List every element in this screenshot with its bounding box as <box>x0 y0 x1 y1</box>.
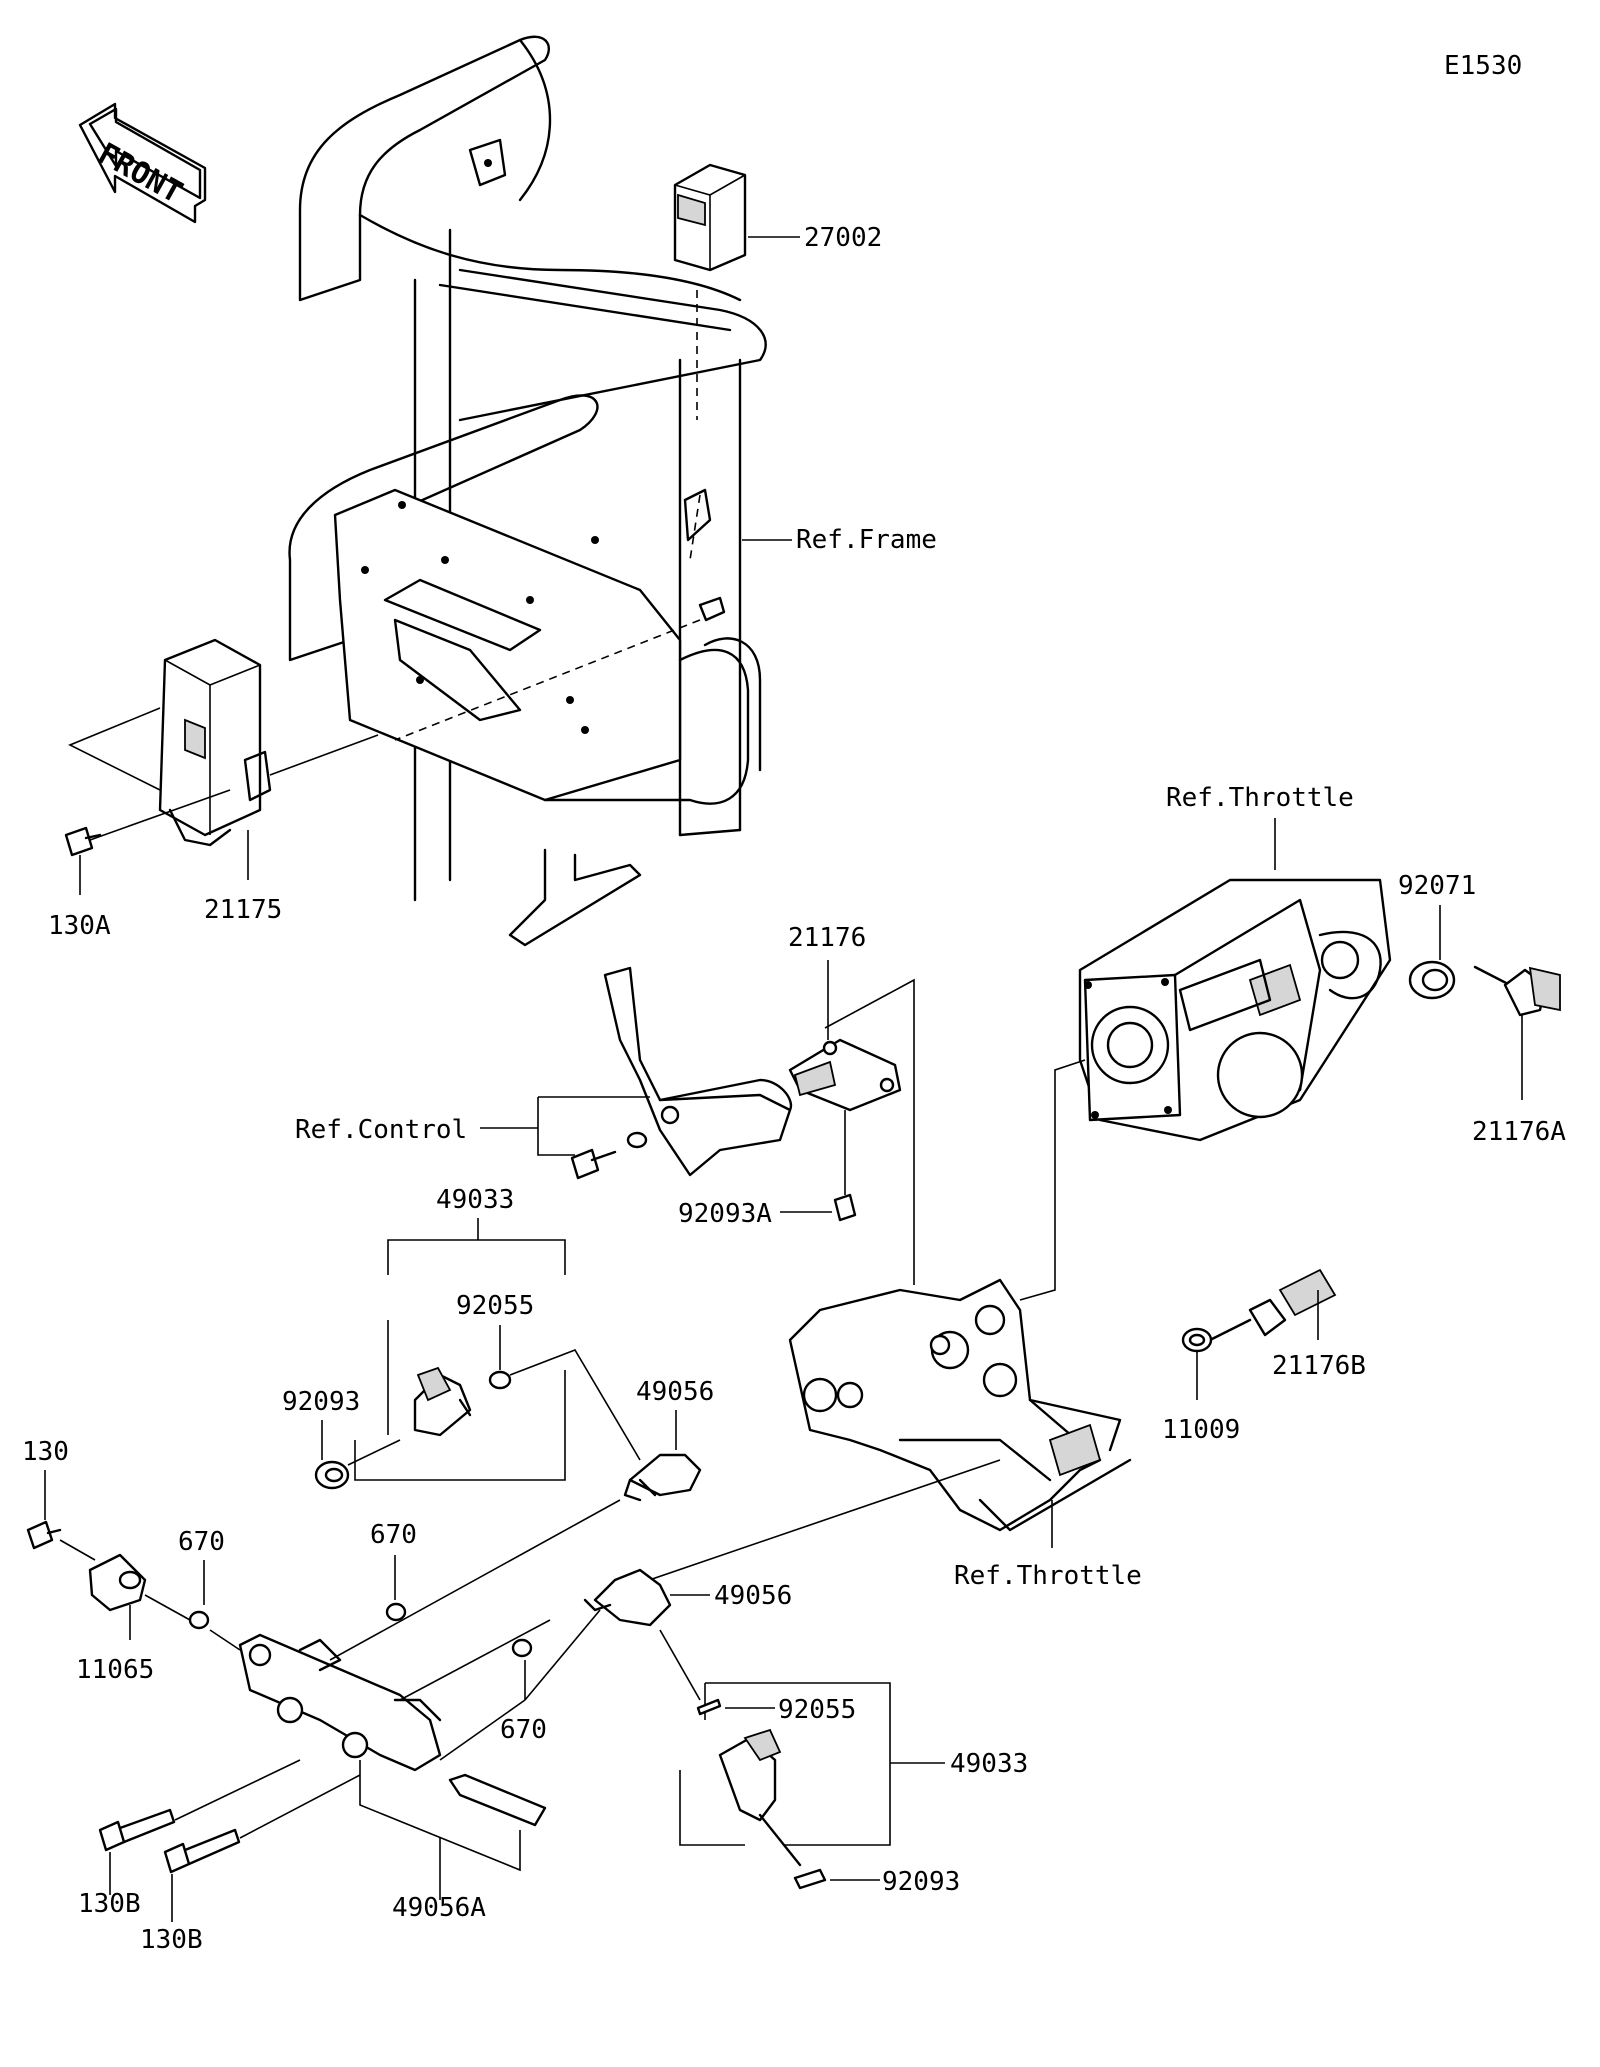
bolt-130b-1 <box>98 1808 176 1852</box>
o-ring-670-c <box>511 1638 533 1658</box>
o-ring-670-b <box>385 1602 407 1622</box>
relay-27002 <box>673 163 747 272</box>
injector-49033-right <box>718 1728 802 1867</box>
ecu-21175 <box>158 638 272 847</box>
o-ring-92055-right <box>696 1698 722 1716</box>
callout-27002: 27002 <box>804 223 882 253</box>
nut-92093a <box>833 1193 857 1222</box>
callout-ref-throttle-bottom: Ref.Throttle <box>954 1561 1142 1591</box>
bolt-130a <box>64 826 102 857</box>
frame-assembly <box>269 35 767 947</box>
callout-130: 130 <box>22 1437 69 1467</box>
callout-ref-throttle-top: Ref.Throttle <box>1166 783 1354 813</box>
front-arrow-label: FRONT <box>92 136 188 210</box>
bolt-ref-control <box>570 1131 648 1180</box>
callout-92055-right: 92055 <box>778 1695 856 1725</box>
callout-ref-control: Ref.Control <box>295 1115 467 1145</box>
bolt-130 <box>26 1520 62 1550</box>
o-ring-670-a <box>188 1610 210 1630</box>
callout-49056-upper: 49056 <box>636 1377 714 1407</box>
intake-manifold <box>788 1278 1132 1532</box>
sensor-21176a <box>1473 965 1561 1017</box>
callout-49033-left: 49033 <box>436 1185 514 1215</box>
gasket-92071 <box>1408 960 1456 1000</box>
callout-92093a: 92093A <box>678 1199 772 1229</box>
callout-21176b: 21176B <box>1272 1351 1366 1381</box>
callout-92093-left: 92093 <box>282 1387 360 1417</box>
callout-21175: 21175 <box>204 895 282 925</box>
callout-49033-right: 49033 <box>950 1749 1028 1779</box>
callout-130b-1: 130B <box>78 1889 141 1919</box>
callout-670-a: 670 <box>178 1527 225 1557</box>
o-ring-92055-left <box>488 1370 512 1390</box>
callout-130b-2: 130B <box>140 1925 203 1955</box>
diagram-code: E1530 <box>1444 51 1522 81</box>
callout-ref-frame: Ref.Frame <box>796 525 937 555</box>
front-arrow-icon: FRONT <box>78 102 207 224</box>
callout-21176a: 21176A <box>1472 1117 1566 1147</box>
sensor-21176 <box>788 1038 902 1112</box>
callout-92055-left: 92055 <box>456 1291 534 1321</box>
fitting-49056-lower <box>583 1568 672 1627</box>
callout-11065: 11065 <box>76 1655 154 1685</box>
bracket-ref-control <box>603 966 793 1177</box>
fitting-49056-upper <box>623 1453 702 1502</box>
callout-49056a: 49056A <box>392 1893 486 1923</box>
seal-92093-right <box>793 1868 827 1890</box>
bolt-130b-2 <box>163 1828 241 1874</box>
throttle-body <box>1078 818 1392 1142</box>
seal-92093-left <box>314 1460 350 1490</box>
sensor-21176b <box>1208 1268 1337 1342</box>
washer-11009 <box>1181 1327 1213 1353</box>
callout-130a: 130A <box>48 911 111 941</box>
callout-92071: 92071 <box>1398 871 1476 901</box>
callout-11009: 11009 <box>1162 1415 1240 1445</box>
callout-92093-right: 92093 <box>882 1867 960 1897</box>
callout-21176: 21176 <box>788 923 866 953</box>
spacer-11065 <box>88 1553 147 1612</box>
callout-670-c: 670 <box>500 1715 547 1745</box>
injector-49033-left <box>413 1366 472 1437</box>
fuel-rail-49056a <box>238 1633 547 1827</box>
callout-49056-lower: 49056 <box>714 1581 792 1611</box>
callout-670-b: 670 <box>370 1520 417 1550</box>
